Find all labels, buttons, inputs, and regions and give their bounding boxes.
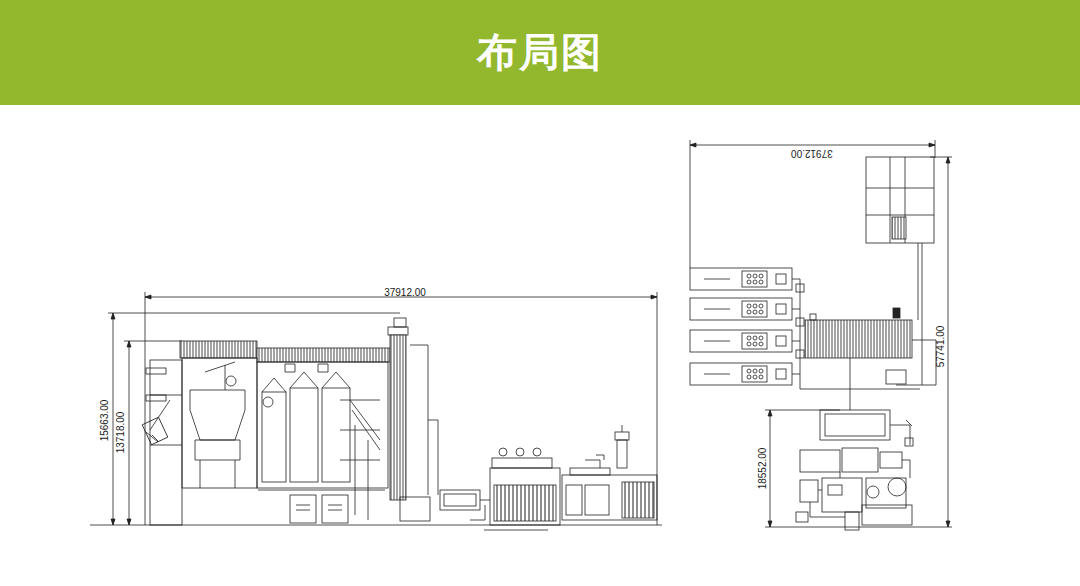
page-title: 布局图	[0, 0, 1080, 105]
dimension-label: 15663.00	[100, 399, 111, 441]
elevation-view	[90, 292, 662, 530]
dimension-label: 57741.00	[936, 325, 947, 367]
dimension-label: 18552.00	[758, 447, 769, 489]
dimension-label: 37912.00	[384, 287, 426, 298]
dimension-label: 13718.00	[116, 411, 127, 453]
plan-view	[690, 140, 952, 530]
dimension-label: 37912.00	[791, 148, 833, 159]
